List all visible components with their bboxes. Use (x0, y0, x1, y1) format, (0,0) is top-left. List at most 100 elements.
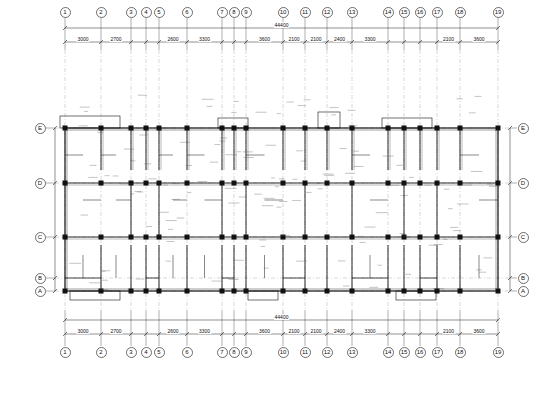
annotation-tick (144, 163, 151, 164)
wall-line (305, 128, 306, 170)
annotation-tick (171, 199, 180, 200)
wall-line (159, 245, 160, 291)
column (435, 126, 440, 131)
wall-line (352, 183, 353, 237)
wall-line (234, 245, 235, 291)
axis-bubble: E (518, 123, 529, 134)
column (99, 181, 104, 186)
column (402, 289, 407, 294)
axis-bubble: D (518, 178, 529, 189)
wall-line (187, 128, 188, 170)
dimension-text: 3600 (258, 36, 271, 42)
dimension-tick (458, 40, 462, 44)
column (458, 126, 463, 131)
dimension-text: 2600 (166, 36, 179, 42)
annotation-tick (378, 265, 382, 266)
column (350, 235, 355, 240)
axis-line (420, 310, 421, 346)
axis-label: 8 (229, 347, 240, 358)
beam-line (236, 128, 237, 170)
beam-line (103, 128, 104, 170)
annotation-tick (424, 185, 432, 186)
bubble-circle (415, 7, 425, 17)
axis-line (388, 50, 389, 310)
beam-line (422, 128, 423, 170)
axis-label: B (518, 273, 529, 284)
column (144, 289, 149, 294)
axis-line (460, 310, 461, 346)
annotation-tick (405, 274, 411, 275)
annotation-tick (443, 239, 447, 240)
axis-bubble: 12 (322, 347, 333, 358)
column (129, 289, 134, 294)
axis-label: 12 (322, 347, 333, 358)
column (386, 126, 391, 131)
column (99, 289, 104, 294)
dimension-tick (244, 40, 248, 44)
wall-line (352, 245, 353, 291)
column (244, 289, 249, 294)
dimension-tick (281, 40, 285, 44)
annotation-tick (168, 229, 173, 230)
annotation-tick (266, 145, 276, 146)
annotation-tick (228, 202, 239, 203)
annotation-tick (298, 105, 306, 106)
annotation-tick (219, 141, 225, 142)
column (325, 181, 330, 186)
axis-bubble: 8 (229, 347, 240, 358)
annotation-tick (97, 132, 103, 133)
partition-line (352, 155, 370, 156)
axis-line (460, 18, 461, 50)
annotation-tick (279, 235, 289, 236)
column (325, 126, 330, 131)
dimension-tick (53, 126, 57, 130)
wall-line (437, 183, 438, 237)
bubble-circle (432, 7, 442, 17)
annotation-tick (479, 272, 486, 273)
dimension-tick (418, 40, 422, 44)
axis-bubble: 14 (383, 7, 394, 18)
annotation-tick (404, 236, 410, 237)
axis-bubble: A (35, 286, 46, 297)
annotation-tick (474, 96, 481, 97)
axis-bubble: 15 (399, 7, 410, 18)
dimension-tick (508, 276, 512, 280)
wall-line (222, 245, 223, 291)
annotation-tick (369, 287, 378, 288)
column (435, 235, 440, 240)
dimension-text: 3000 (76, 328, 89, 334)
bubble-circle (300, 347, 310, 357)
annotation-tick (489, 186, 500, 187)
dimension-tick (325, 40, 329, 44)
axis-label: 6 (182, 347, 193, 358)
annotation-tick (345, 173, 355, 174)
wall-line (388, 245, 389, 291)
dimension-text: 3600 (472, 328, 485, 334)
annotation-tick (210, 162, 218, 163)
annotation-tick (469, 112, 476, 113)
beam-line (307, 128, 308, 170)
column (244, 181, 249, 186)
dimension-tick (53, 235, 57, 239)
axis-label: 9 (241, 7, 252, 18)
bubble-circle (399, 7, 409, 17)
column (496, 126, 501, 131)
annotation-tick (330, 107, 339, 108)
bubble-circle (241, 7, 251, 17)
annotation-tick (376, 212, 388, 213)
axis-bubble: 3 (126, 347, 137, 358)
column (157, 289, 162, 294)
dimension-tick (325, 332, 329, 336)
axis-label: 15 (399, 7, 410, 18)
dimension-tick (435, 332, 439, 336)
dimension-text: 2100 (309, 36, 322, 42)
annotation-tick (343, 286, 350, 287)
annotation-tick (401, 195, 409, 196)
axis-line (146, 50, 147, 310)
wall-line (460, 128, 461, 170)
axis-label: 11 (300, 7, 311, 18)
annotation-tick (358, 236, 362, 237)
bubble-circle (278, 347, 288, 357)
column (303, 181, 308, 186)
dimension-tick (63, 40, 67, 44)
